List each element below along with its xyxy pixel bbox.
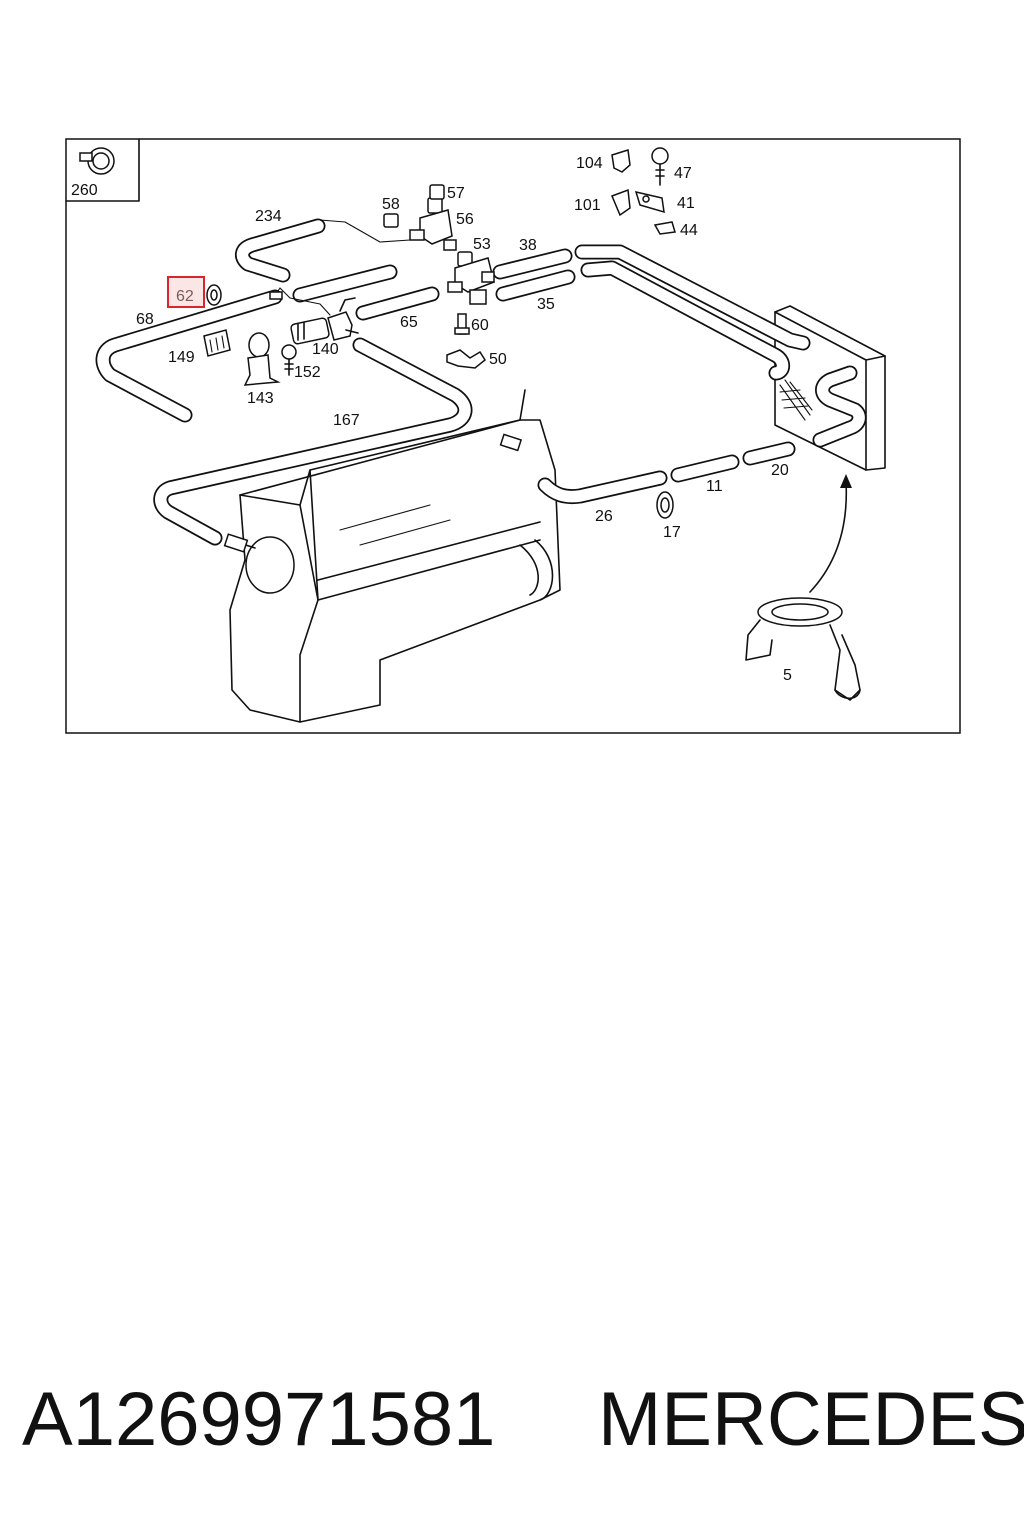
- hose-heater-lower: [580, 260, 791, 381]
- arrow: [809, 474, 852, 593]
- callout-57: 57: [447, 185, 465, 202]
- callout-11: 11: [706, 478, 723, 495]
- bolt-47: [651, 147, 669, 186]
- callout-35: 35: [537, 296, 555, 313]
- callout-65: 65: [400, 314, 418, 331]
- clip-104: [611, 149, 631, 173]
- callout-149: 149: [168, 349, 195, 366]
- hose-38: [492, 248, 573, 280]
- callout-62: 62: [176, 288, 194, 305]
- callout-60: 60: [471, 317, 489, 334]
- footer: A1269971581 MERCEDES: [0, 1375, 1024, 1475]
- valve-57: [429, 184, 445, 200]
- callout-68: 68: [136, 311, 154, 328]
- callout-140: 140: [312, 341, 339, 358]
- callout-152: 152: [294, 364, 321, 381]
- highlight-box-62: [167, 276, 205, 308]
- grommet-17: [656, 491, 674, 519]
- clip-101: [611, 188, 631, 217]
- clamp-icon: [79, 147, 115, 175]
- clip-44: [653, 221, 676, 235]
- callout-58: 58: [382, 196, 400, 213]
- callout-47: 47: [674, 165, 692, 182]
- callout-26: 26: [595, 508, 613, 525]
- callout-44: 44: [680, 222, 698, 239]
- hose-167: [153, 337, 473, 546]
- callout-104: 104: [576, 155, 603, 172]
- hose-11: [670, 454, 740, 483]
- inset-box: [65, 138, 140, 202]
- callout-167: 167: [333, 412, 360, 429]
- parts-diagram: 260 234 58 57 56 53 38 35 104 47 101 41 …: [65, 138, 961, 734]
- heater-return-pipe: [812, 365, 867, 448]
- callout-17: 17: [663, 524, 681, 541]
- callout-143: 143: [247, 390, 274, 407]
- hose-35: [495, 269, 576, 302]
- hose-26: [537, 470, 668, 505]
- callout-38: 38: [519, 237, 537, 254]
- callout-41: 41: [677, 195, 695, 212]
- grommet-62: [206, 284, 222, 306]
- hose-65: [355, 286, 440, 321]
- hose-68: [95, 289, 283, 423]
- clamp-41: [634, 190, 665, 214]
- heater-core: [774, 305, 886, 471]
- outlet-5: [745, 597, 861, 701]
- callout-50: 50: [489, 351, 507, 368]
- bolt-152: [281, 344, 297, 376]
- hose-heater-upper: [574, 244, 811, 351]
- pump-140: [269, 287, 359, 345]
- engine-block: [223, 389, 561, 723]
- callout-20: 20: [771, 462, 789, 479]
- part-number: A1269971581: [22, 1377, 496, 1462]
- connector-58: [383, 213, 399, 228]
- valve-53: [447, 251, 495, 305]
- callout-53: 53: [473, 236, 491, 253]
- hose-20: [742, 441, 796, 466]
- fitting-60: [454, 313, 470, 335]
- callout-101: 101: [574, 197, 601, 214]
- hose-234: [235, 218, 326, 283]
- bracket-143: [243, 332, 281, 386]
- callout-56: 56: [456, 211, 474, 228]
- diagram-frame: [65, 138, 961, 734]
- bracket-50: [446, 349, 486, 369]
- valve-56: [409, 197, 457, 251]
- callout-5: 5: [783, 667, 792, 684]
- callout-260: 260: [71, 182, 98, 199]
- hose-upper: [292, 264, 398, 303]
- brand-name: MERCEDES: [598, 1377, 1024, 1462]
- callout-234: 234: [255, 208, 282, 225]
- relay-149: [203, 329, 231, 357]
